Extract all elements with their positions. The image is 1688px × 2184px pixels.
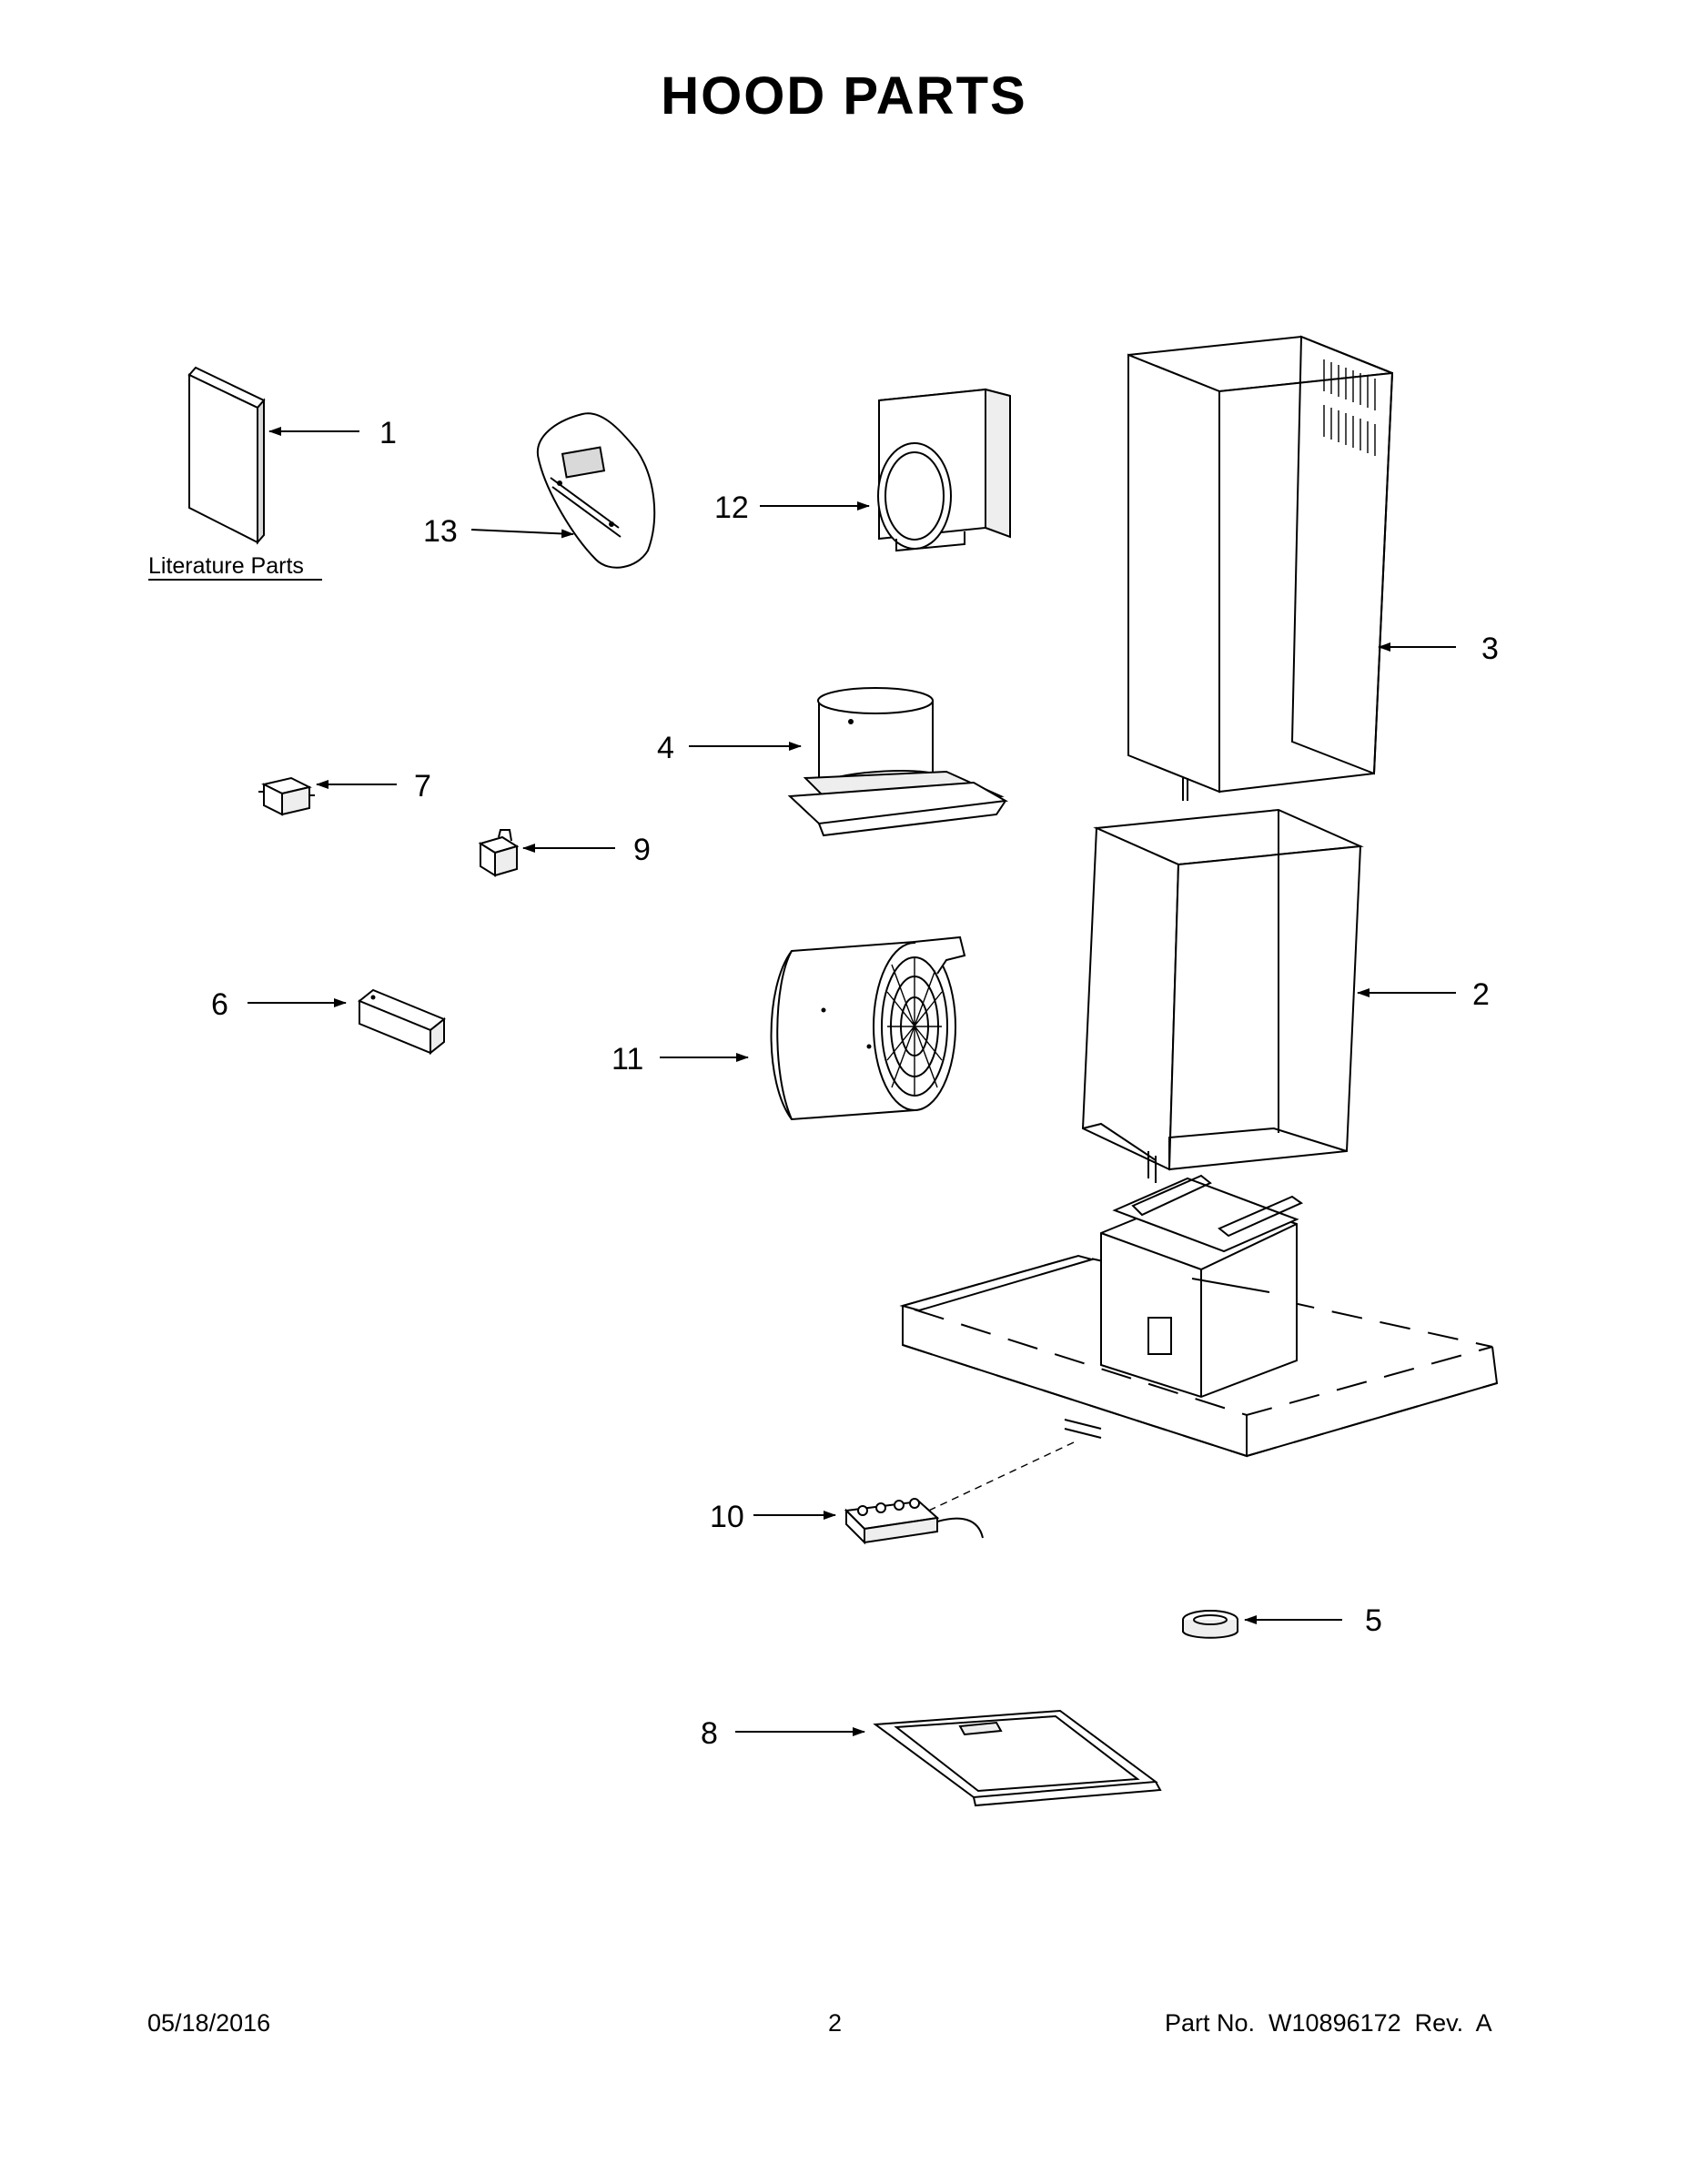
- footer-part-number: Part No. W10896172 Rev. A: [1165, 2009, 1492, 2037]
- footer-page-number: 2: [828, 2009, 843, 2037]
- callout-6: 6: [211, 987, 228, 1022]
- callout-11: 11: [612, 1042, 643, 1077]
- callout-12: 12: [714, 490, 749, 525]
- part-3-upper-chimney: [1127, 335, 1394, 801]
- part-7-small-box: [258, 776, 315, 816]
- page-title: HOOD PARTS: [661, 66, 1027, 126]
- callout-10: 10: [710, 1500, 744, 1534]
- callout-2: 2: [1472, 977, 1490, 1012]
- part-10-control-board: [844, 1498, 984, 1545]
- callout-9: 9: [633, 833, 651, 867]
- part-6-transformer: [358, 988, 446, 1056]
- part-5-lamp: [1182, 1610, 1238, 1639]
- part-9-small-block: [478, 829, 520, 877]
- literature-parts-label: Literature Parts: [148, 553, 304, 579]
- hood-canopy-body: [899, 1174, 1499, 1516]
- part-13-hardware-bag: [536, 412, 656, 569]
- part-12-mounting-box: [877, 388, 1011, 552]
- callout-1: 1: [379, 416, 397, 450]
- callout-13: 13: [423, 514, 458, 549]
- callout-7: 7: [414, 769, 431, 804]
- callout-8: 8: [701, 1716, 718, 1751]
- part-11-blower: [770, 935, 966, 1121]
- callout-4: 4: [657, 731, 674, 765]
- part-2-lower-chimney: [1081, 808, 1364, 1183]
- part-4-transition: [787, 687, 1009, 837]
- callout-labels: 1 2 3 4 5 6 7 8 9 10 11 12 13: [211, 416, 1499, 1751]
- callout-5: 5: [1365, 1603, 1382, 1638]
- callout-arrows: [248, 427, 1456, 1736]
- callout-3: 3: [1481, 632, 1499, 666]
- part-1-literature-booklet: Literature Parts: [148, 366, 322, 581]
- part-8-grease-filter: [873, 1709, 1162, 1807]
- footer-date: 05/18/2016: [147, 2009, 271, 2037]
